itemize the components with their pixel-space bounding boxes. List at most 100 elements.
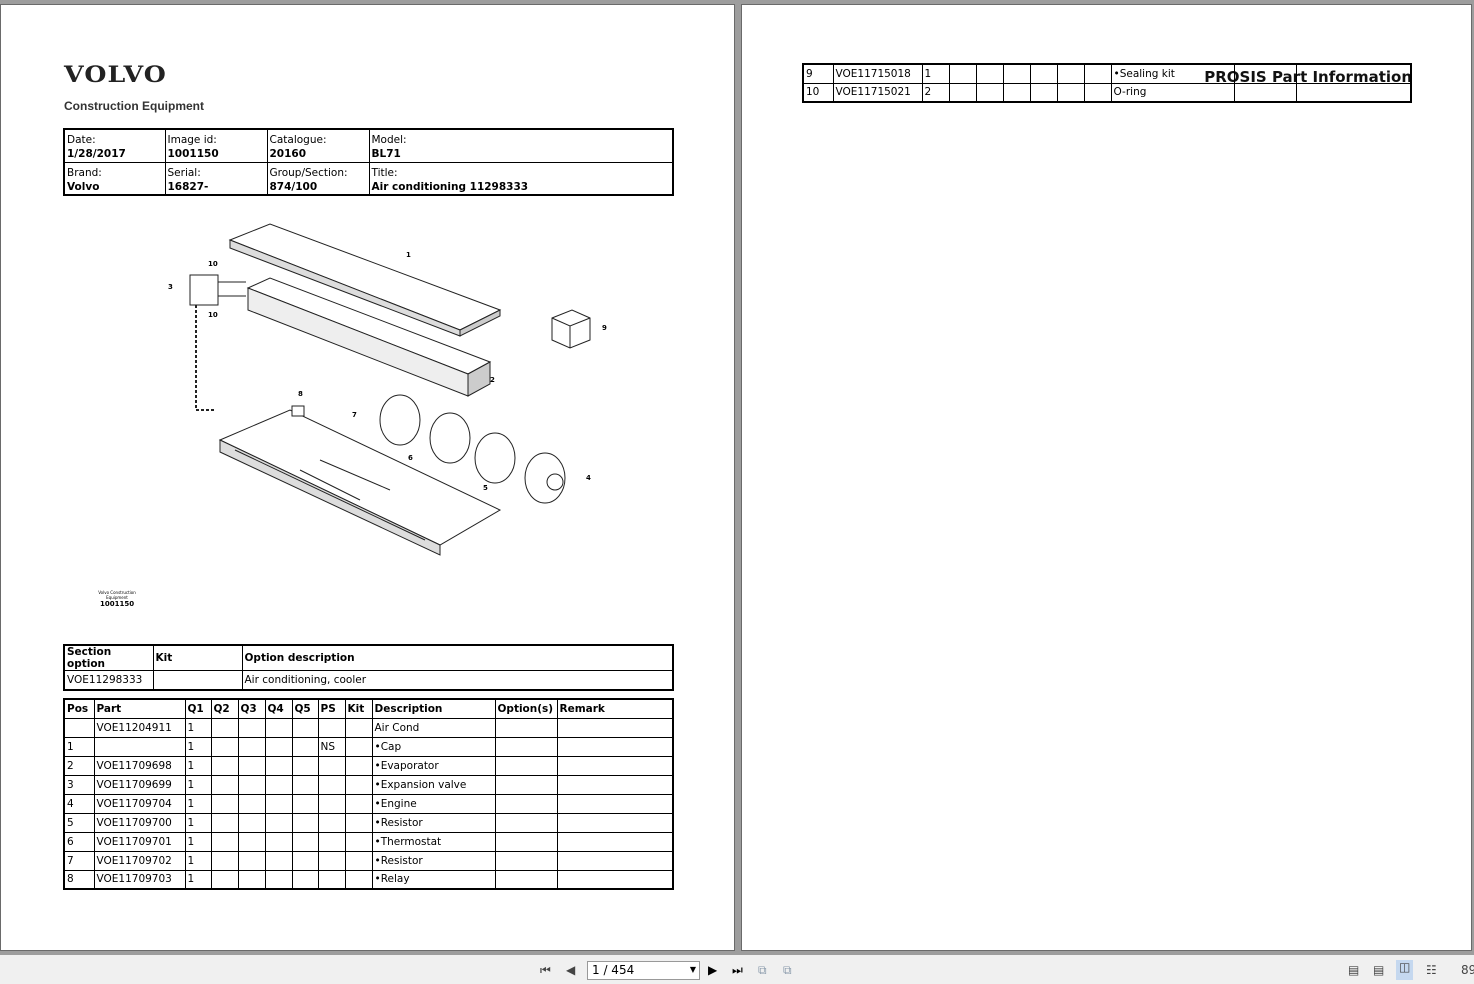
table-cell: 2 <box>921 82 950 103</box>
next-page-icon[interactable]: ▶ <box>708 963 718 977</box>
two-page-continuous-icon[interactable]: ☷ <box>1426 963 1437 977</box>
table-cell <box>1083 82 1112 103</box>
svg-text:4: 4 <box>586 474 591 482</box>
table-cell: •Expansion valve <box>371 774 496 795</box>
table-cell: 1 <box>184 755 212 776</box>
svg-text:9: 9 <box>602 324 607 332</box>
table-cell <box>264 850 293 871</box>
table-cell: 1 <box>184 736 212 757</box>
svg-text:10: 10 <box>208 311 218 319</box>
table-cell: VOE11204911 <box>93 717 186 738</box>
table-cell <box>264 774 293 795</box>
column-header: Remark <box>556 698 674 719</box>
table-cell: 3 <box>63 774 95 795</box>
two-page-view-icon[interactable]: ◫ <box>1396 960 1414 980</box>
table-cell <box>317 831 346 852</box>
pdf-page-2 <box>741 4 1472 951</box>
info-group: Group/Section:874/100 <box>266 161 370 196</box>
last-page-icon[interactable]: ⏭ <box>732 963 743 977</box>
table-cell: 10 <box>802 82 834 103</box>
table-cell: Air Cond <box>371 717 496 738</box>
table-cell <box>1295 82 1412 103</box>
table-cell <box>291 850 319 871</box>
zoom-level[interactable]: 89 <box>1461 963 1474 977</box>
table-cell <box>63 717 95 738</box>
table-cell: 1 <box>184 774 212 795</box>
table-cell <box>264 736 293 757</box>
table-cell <box>556 736 674 757</box>
table-cell: •Thermostat <box>371 831 496 852</box>
table-cell <box>948 63 977 84</box>
column-header: Pos <box>63 698 95 719</box>
table-cell <box>556 869 674 890</box>
table-cell: 1 <box>184 793 212 814</box>
table-cell <box>556 850 674 871</box>
table-cell <box>1029 63 1058 84</box>
table-cell: •Relay <box>371 869 496 890</box>
table-cell <box>291 774 319 795</box>
table-cell <box>317 774 346 795</box>
table-cell: •Resistor <box>371 812 496 833</box>
info-brand: Brand:Volvo <box>63 161 166 196</box>
column-header: Q2 <box>210 698 239 719</box>
rotate-page-icon[interactable]: ⧉ <box>758 963 767 977</box>
table-cell: •Sealing kit <box>1110 63 1235 84</box>
table-cell <box>317 850 346 871</box>
table-cell <box>210 774 239 795</box>
info-catalogue: Catalogue:20160 <box>266 128 370 163</box>
table-cell <box>264 793 293 814</box>
table-cell: 4 <box>63 793 95 814</box>
column-header: PS <box>317 698 346 719</box>
table-cell: VOE11715021 <box>832 82 923 103</box>
table-cell <box>210 793 239 814</box>
svg-text:5: 5 <box>483 484 488 492</box>
svg-text:2: 2 <box>490 376 495 384</box>
table-cell <box>291 812 319 833</box>
table-cell <box>1002 82 1031 103</box>
chevron-down-icon[interactable]: ▼ <box>689 965 696 974</box>
table-cell <box>1029 82 1058 103</box>
svg-text:10: 10 <box>208 260 218 268</box>
info-date: Date:1/28/2017 <box>63 128 166 163</box>
previous-page-icon[interactable]: ◀ <box>566 963 576 977</box>
svg-text:8: 8 <box>298 390 303 398</box>
table-cell <box>344 717 373 738</box>
first-page-icon[interactable]: ⏮ <box>540 963 551 977</box>
diagram-image-id: 1001150 <box>100 600 135 608</box>
table-cell <box>494 736 558 757</box>
table-cell <box>291 831 319 852</box>
table-cell: •Evaporator <box>371 755 496 776</box>
table-cell <box>494 850 558 871</box>
table-cell: VOE11709699 <box>93 774 186 795</box>
single-page-view-icon[interactable]: ▤ <box>1348 963 1360 977</box>
table-cell <box>317 793 346 814</box>
continuous-view-icon[interactable]: ▤ <box>1373 963 1385 977</box>
page-number-input[interactable]: 1 / 454▼ <box>587 961 700 980</box>
column-header: Q5 <box>291 698 319 719</box>
callout-labels: 1 2 3 4 5 6 7 8 9 10 10 <box>168 251 607 492</box>
table-cell <box>556 774 674 795</box>
info-serial: Serial:16827- <box>164 161 268 196</box>
table-cell <box>1295 63 1412 84</box>
table-cell: •Cap <box>371 736 496 757</box>
info-title: Title:Air conditioning 11298333 <box>368 161 674 196</box>
info-table: Date:1/28/2017 Image id:1001150 Catalogu… <box>63 128 674 196</box>
table-cell <box>556 831 674 852</box>
table-cell <box>264 831 293 852</box>
column-header: Part <box>93 698 186 719</box>
table-cell: 1 <box>921 63 950 84</box>
header-option-description: Option description <box>241 644 674 671</box>
table-cell: NS <box>317 736 346 757</box>
table-cell <box>237 793 266 814</box>
rotate-page-alt-icon[interactable]: ⧉ <box>783 963 792 977</box>
column-header: Q4 <box>264 698 293 719</box>
svg-text:6: 6 <box>408 454 413 462</box>
